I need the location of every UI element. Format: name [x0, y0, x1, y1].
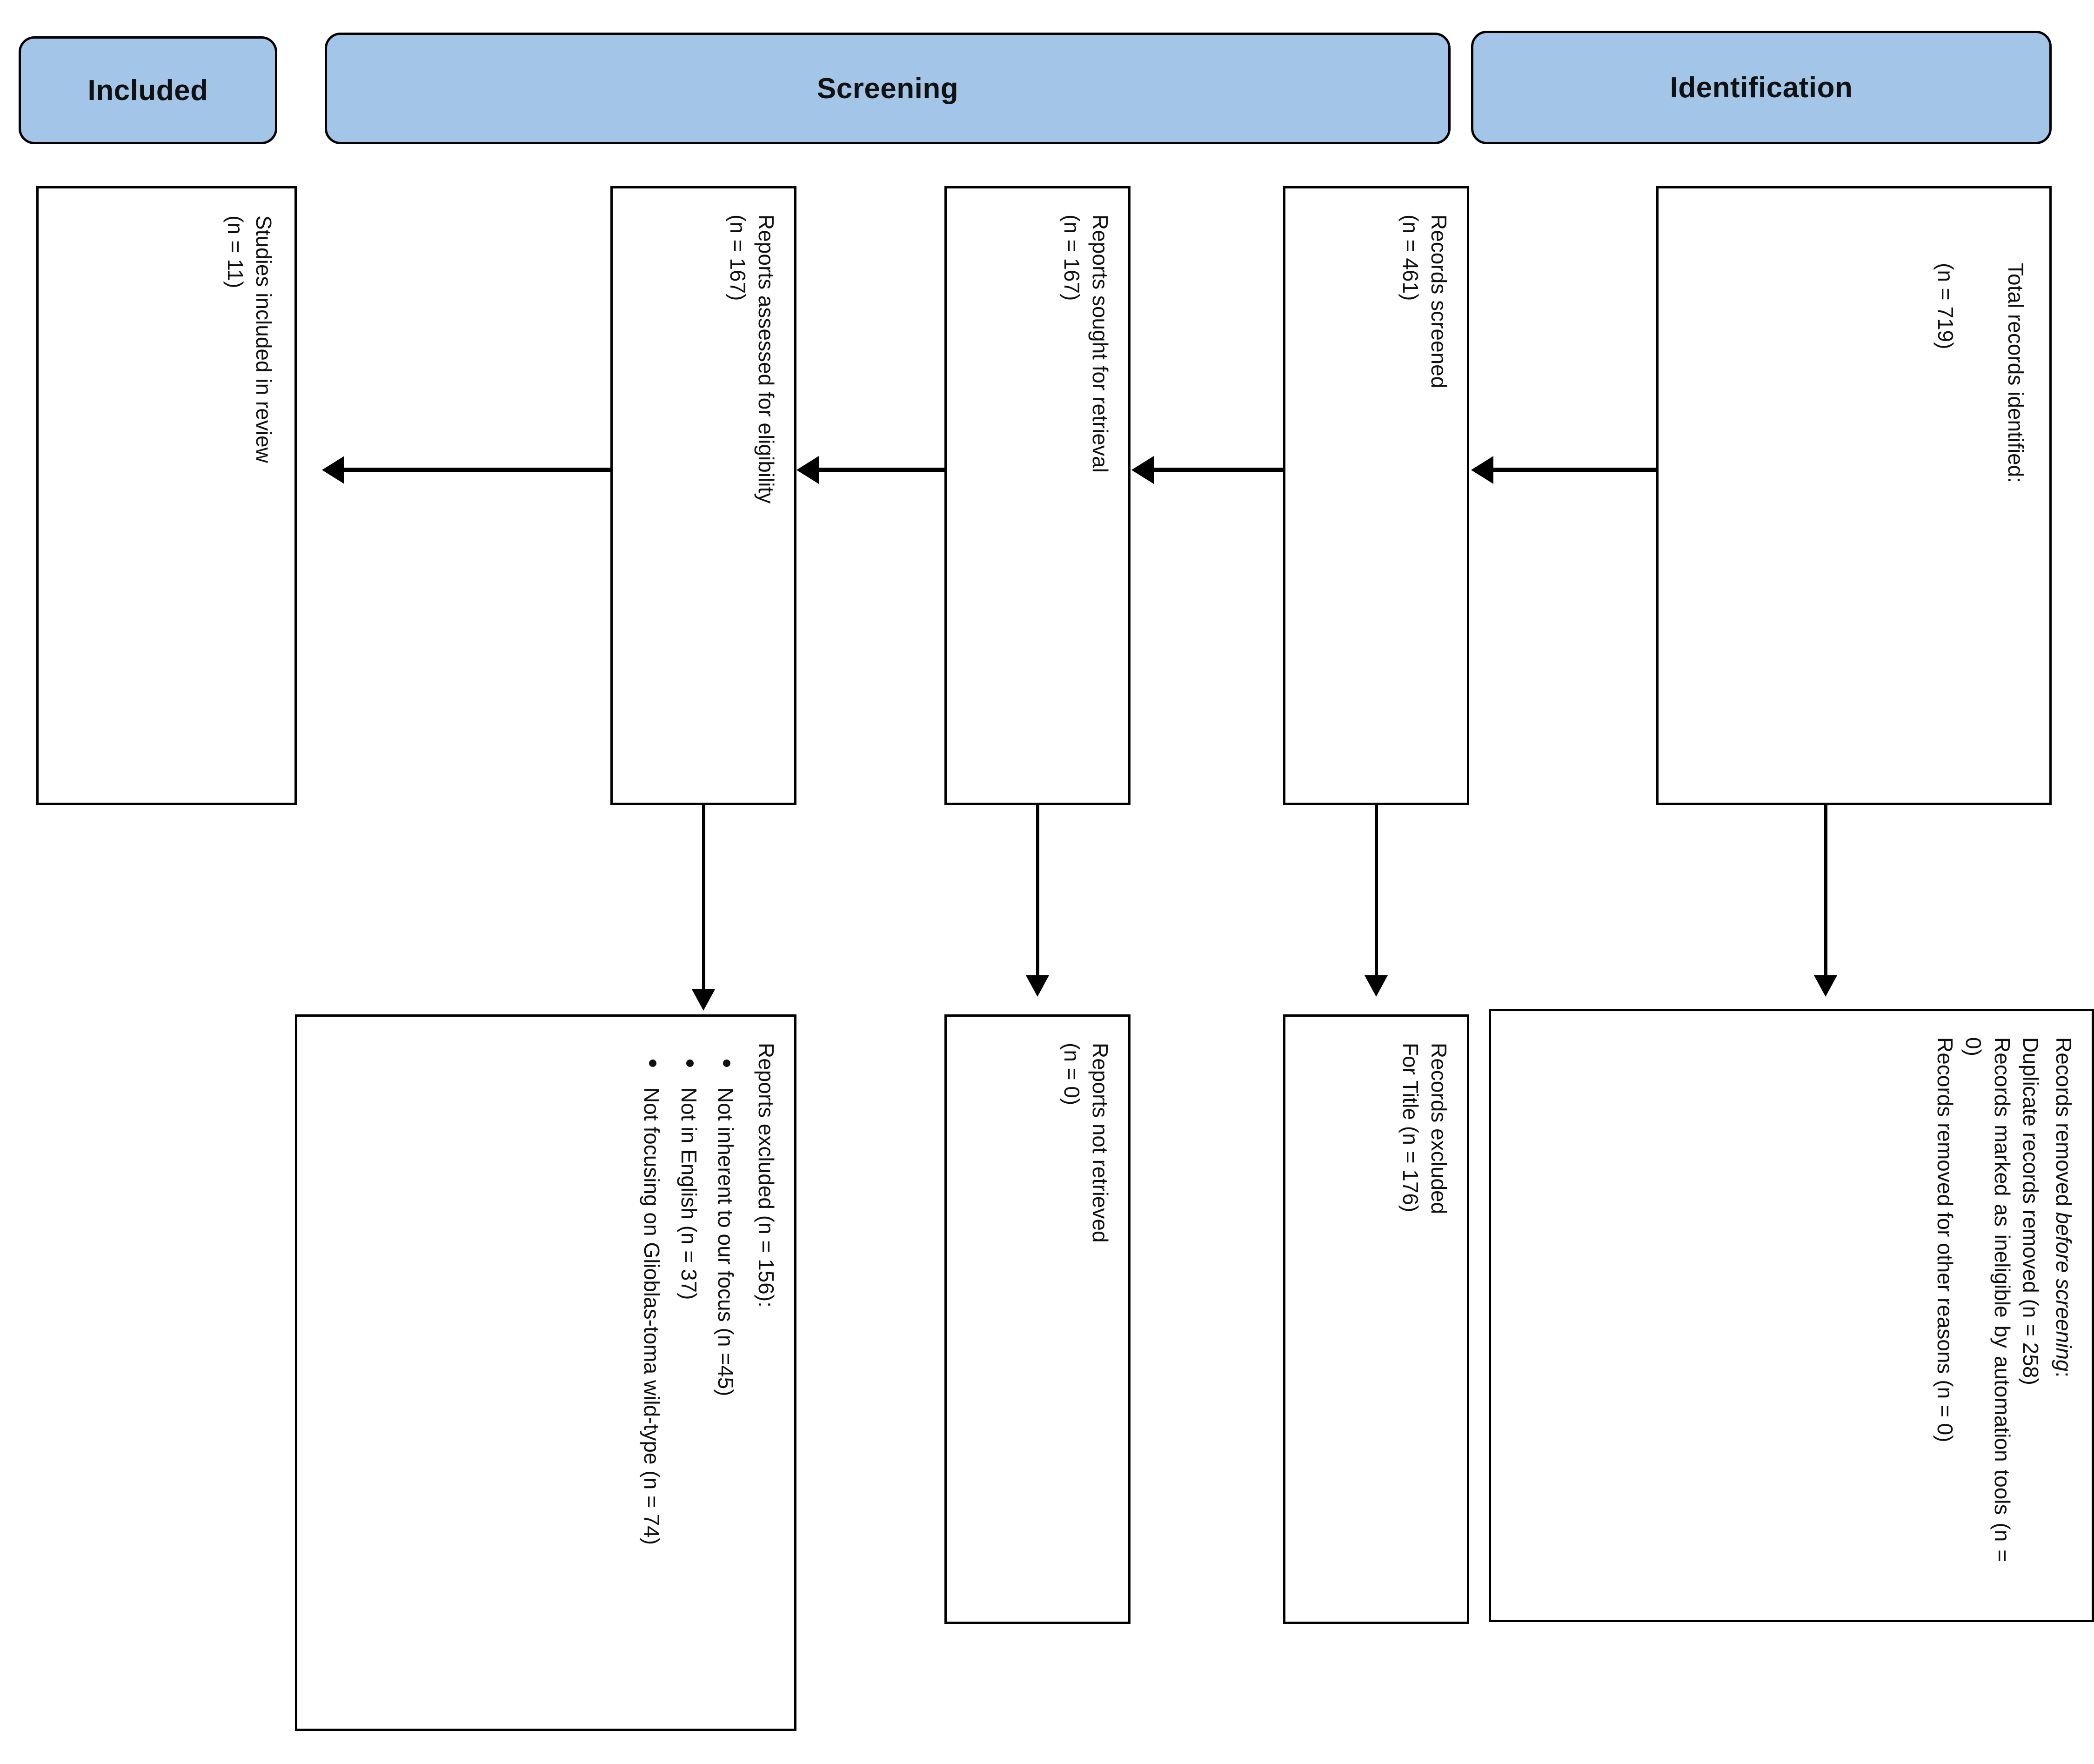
reports-excluded-text-block: Reports excluded (n = 156): Not inherent… [629, 1017, 794, 1691]
connector-screened-to-sought [1154, 468, 1283, 472]
arrowhead-assessed-to-included [322, 456, 344, 484]
phase-label-identification: Identification [1670, 71, 1853, 104]
records-removed-item-0: Duplicate records removed (n = 258) [2018, 1037, 2043, 1385]
reports-excluded-item-2: Not focusing on Glioblas-toma wild-type … [640, 1087, 664, 1545]
arrowhead-assessed-to-reports-excluded [692, 989, 715, 1011]
connector-sought-to-not-retrieved [1036, 805, 1039, 977]
phase-header-included: Included [19, 36, 277, 144]
phase-label-screening: Screening [816, 72, 959, 105]
reports-sought-text-block: Reports sought for retrieval (n = 167) [1057, 188, 1128, 765]
connector-assessed-to-reports-excluded [702, 805, 705, 991]
reports-assessed-line2: (n = 167) [725, 215, 750, 301]
connector-sought-to-assessed [819, 468, 944, 472]
box-records-excluded: Records excluded For Title (n = 176) [1283, 1014, 1469, 1624]
arrowhead-identified-to-removed [1814, 975, 1837, 997]
reports-assessed-text-block: Reports assessed for eligibility (n = 16… [723, 188, 794, 765]
reports-excluded-heading: Reports excluded (n = 156): [754, 1043, 778, 1308]
records-removed-item-2: Records removed for other reasons (n = 0… [1933, 1037, 1958, 1442]
box-reports-not-retrieved: Reports not retrieved (n = 0) [944, 1014, 1131, 1624]
total-records-line2: (n = 719) [1933, 263, 1958, 349]
studies-included-text-block: Studies included in review (n = 11) [221, 188, 294, 765]
total-records-text-block: Total records identified: (n = 719) [1931, 188, 2049, 765]
records-removed-heading-italic: before screening [2052, 1212, 2076, 1372]
records-removed-heading-post: : [2052, 1371, 2076, 1378]
list-item: Not focusing on Glioblas-toma wild-type … [637, 1043, 666, 1673]
records-screened-line1: Records screened [1427, 215, 1451, 389]
box-total-records-identified: Total records identified: (n = 719) [1656, 186, 2052, 805]
records-removed-heading-pre: Records removed [2052, 1037, 2076, 1212]
arrowhead-identification-to-screened [1471, 456, 1493, 484]
connector-screened-to-excluded [1375, 805, 1378, 977]
phase-label-included: Included [87, 74, 208, 107]
records-excluded-line2: For Title (n = 176) [1398, 1043, 1423, 1213]
total-records-line1: Total records identified: [2004, 263, 2028, 483]
reports-sought-line2: (n = 167) [1059, 215, 1084, 301]
bullet-dot-icon [686, 1060, 694, 1067]
arrowhead-screened-to-sought [1131, 456, 1154, 484]
box-records-screened: Records screened (n = 461) [1283, 186, 1469, 805]
connector-assessed-to-included [344, 468, 610, 472]
connector-identified-to-removed [1824, 805, 1827, 977]
reports-not-retrieved-line1: Reports not retrieved [1088, 1043, 1112, 1243]
records-removed-item-1: Records marked as ineligible by automati… [1961, 1037, 2014, 1562]
records-removed-heading: Records removed before screening: [2049, 1037, 2078, 1562]
records-excluded-text-block: Records excluded For Title (n = 176) [1396, 1017, 1467, 1584]
list-item: Not in English (n = 37) [674, 1043, 702, 1673]
records-excluded-line1: Records excluded [1427, 1043, 1451, 1214]
reports-excluded-list: Not inherent to our focus (n =45) Not in… [637, 1043, 740, 1673]
list-item: Not inherent to our focus (n =45) [711, 1043, 740, 1673]
reports-excluded-item-0: Not inherent to our focus (n =45) [713, 1087, 738, 1396]
connector-identification-to-screened [1493, 468, 1656, 472]
reports-not-retrieved-text-block: Reports not retrieved (n = 0) [1057, 1017, 1128, 1584]
arrowhead-sought-to-not-retrieved [1026, 975, 1049, 997]
reports-assessed-line1: Reports assessed for eligibility [754, 215, 778, 504]
reports-sought-line1: Reports sought for retrieval [1088, 215, 1112, 473]
box-studies-included: Studies included in review (n = 11) [36, 186, 297, 805]
records-removed-text-block: Records removed before screening: Duplic… [1931, 1011, 2092, 1583]
phase-header-identification: Identification [1471, 31, 2052, 144]
arrowhead-sought-to-assessed [796, 456, 819, 484]
arrowhead-screened-to-excluded [1365, 975, 1388, 997]
box-reports-assessed: Reports assessed for eligibility (n = 16… [610, 186, 796, 805]
studies-included-line1: Studies included in review [252, 215, 276, 463]
reports-not-retrieved-line2: (n = 0) [1059, 1043, 1084, 1106]
bullet-dot-icon [723, 1060, 730, 1067]
reports-excluded-item-1: Not in English (n = 37) [676, 1087, 701, 1300]
records-screened-line2: (n = 461) [1398, 215, 1423, 301]
box-reports-excluded: Reports excluded (n = 156): Not inherent… [295, 1014, 796, 1731]
records-screened-text-block: Records screened (n = 461) [1396, 188, 1467, 765]
phase-header-screening: Screening [325, 33, 1451, 144]
studies-included-line2: (n = 11) [223, 215, 248, 288]
box-reports-sought: Reports sought for retrieval (n = 167) [944, 186, 1131, 805]
box-records-removed-before-screening: Records removed before screening: Duplic… [1489, 1009, 2094, 1622]
bullet-dot-icon [649, 1060, 657, 1067]
